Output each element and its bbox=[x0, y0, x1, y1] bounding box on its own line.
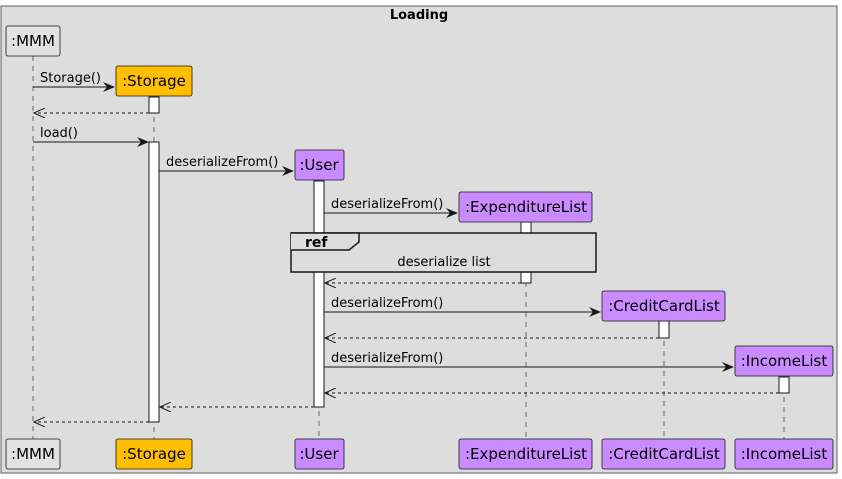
participant-label: :IncomeList bbox=[741, 352, 828, 370]
participant-label: :Storage bbox=[122, 72, 186, 90]
participant-label: :CreditCardList bbox=[608, 297, 720, 315]
participant-label: :MMM bbox=[11, 445, 55, 463]
participant-user-bottom: :User bbox=[294, 438, 345, 470]
participant-storage-top: :Storage bbox=[115, 65, 193, 97]
message-label: deserializeFrom() bbox=[166, 155, 278, 170]
participant-user-top: :User bbox=[294, 149, 345, 181]
activation-storage-2 bbox=[148, 141, 160, 423]
participant-income-top: :IncomeList bbox=[734, 345, 834, 377]
message-storage-constructor: Storage() bbox=[33, 71, 115, 92]
participant-label: :CreditCardList bbox=[608, 445, 720, 463]
message-deserialize-expenditure: deserializeFrom() bbox=[324, 197, 458, 218]
message-label: load() bbox=[40, 126, 78, 141]
participant-label: :User bbox=[299, 445, 339, 463]
message-load: load() bbox=[33, 126, 149, 147]
participant-income-bottom: :IncomeList bbox=[734, 438, 834, 470]
participant-creditcard-bottom: :CreditCardList bbox=[601, 438, 726, 470]
message-label: Storage() bbox=[40, 71, 101, 86]
participant-label: :ExpenditureList bbox=[465, 198, 587, 216]
participant-mmm-bottom: :MMM bbox=[5, 438, 61, 470]
message-deserialize-creditcard: deserializeFrom() bbox=[324, 296, 601, 317]
message-label: deserializeFrom() bbox=[331, 197, 443, 212]
ref-keyword: ref bbox=[305, 235, 328, 251]
activation-income bbox=[778, 376, 790, 394]
participant-label: :MMM bbox=[11, 32, 55, 50]
participant-expenditure-top: :ExpenditureList bbox=[458, 191, 593, 223]
ref-text: deserialize list bbox=[397, 255, 490, 270]
participant-mmm-top: :MMM bbox=[5, 25, 61, 57]
message-label: deserializeFrom() bbox=[331, 351, 443, 366]
message-label: deserializeFrom() bbox=[331, 296, 443, 311]
activation-creditcard bbox=[658, 320, 670, 339]
participant-label: :IncomeList bbox=[741, 445, 828, 463]
message-deserialize-income: deserializeFrom() bbox=[324, 351, 734, 372]
activation-user bbox=[313, 180, 325, 408]
message-deserialize-user: deserializeFrom() bbox=[159, 155, 294, 176]
activation-storage-1 bbox=[148, 96, 160, 114]
participant-label: :Storage bbox=[122, 445, 186, 463]
participant-storage-bottom: :Storage bbox=[115, 438, 193, 470]
participant-creditcard-top: :CreditCardList bbox=[601, 290, 726, 322]
frame-title: Loading bbox=[390, 8, 448, 23]
ref-fragment: ref deserialize list bbox=[290, 232, 597, 273]
participant-label: :User bbox=[299, 156, 339, 174]
participant-label: :ExpenditureList bbox=[465, 445, 587, 463]
participant-expenditure-bottom: :ExpenditureList bbox=[458, 438, 593, 470]
